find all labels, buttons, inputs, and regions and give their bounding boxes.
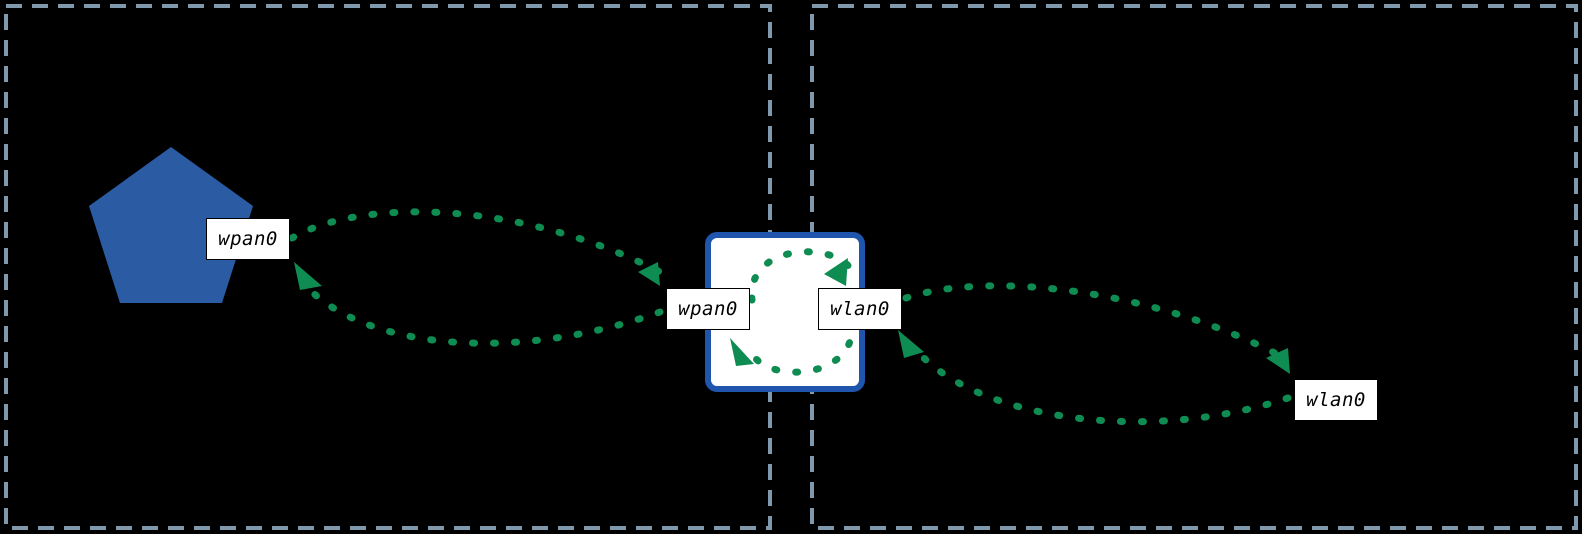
edge-box-to-pentagon-lower xyxy=(294,262,664,347)
label-right-wlan0[interactable]: wlan0 xyxy=(1294,379,1378,421)
node-pentagon[interactable] xyxy=(89,147,253,303)
cluster-right-border xyxy=(810,4,1578,530)
edge-box-internal-wpan0-to-wlan0 xyxy=(748,248,856,304)
label-box-wlan0[interactable]: wlan0 xyxy=(818,288,902,330)
label-box-wpan0[interactable]: wpan0 xyxy=(666,288,750,330)
label-pentagon-wpan0[interactable]: wpan0 xyxy=(206,218,290,260)
edge-right-to-box-lower xyxy=(898,330,1292,426)
edge-pentagon-to-box-upper xyxy=(288,208,664,286)
edge-box-to-right-upper xyxy=(902,282,1292,374)
edge-box-internal-wlan0-to-wpan0 xyxy=(730,318,856,376)
